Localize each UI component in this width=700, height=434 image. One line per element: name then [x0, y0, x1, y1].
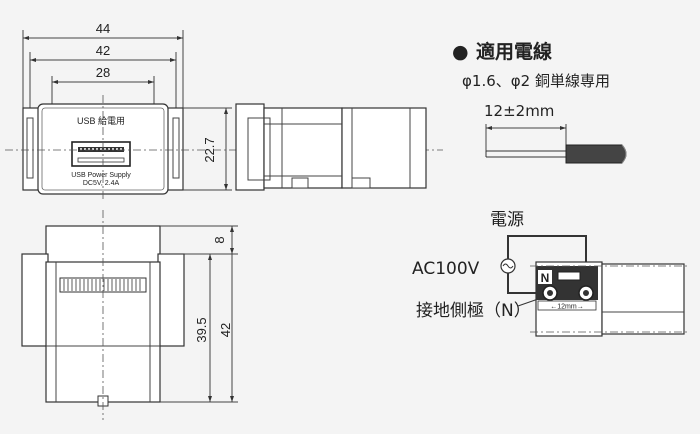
- dim-28: 28: [96, 65, 110, 80]
- strip-mark: ←12mm→: [550, 304, 583, 311]
- wiring-diagram: 電源 AC100V 接地側極（N） N ←12mm→: [412, 210, 690, 337]
- usb-label-bottom-1: USB Power Supply: [71, 172, 131, 179]
- terminal-n-mark: N: [541, 271, 550, 285]
- dim-44: 44: [96, 21, 110, 36]
- wire-spec-heading: 適用電線: [476, 40, 552, 63]
- ac-label: AC100V: [412, 259, 480, 279]
- wire-spec-description: φ1.6、φ2 銅単線専用: [462, 72, 610, 90]
- dim-42: 42: [96, 43, 110, 58]
- bottom-view: 8 39.5 42: [21, 225, 238, 407]
- wire-spec: ● 適用電線 φ1.6、φ2 銅単線専用 12±2mm: [452, 40, 627, 164]
- ground-label: 接地側極（N）: [416, 301, 531, 321]
- usb-label-top: USB 給電用: [77, 115, 125, 126]
- front-view: 44 42 28 USB 給電用 USB Power Supply DC5V, …: [22, 21, 232, 195]
- strip-length: 12±2mm: [484, 102, 554, 120]
- power-label: 電源: [490, 210, 524, 230]
- dim-8: 8: [212, 236, 227, 243]
- wire-insulation: [565, 144, 627, 164]
- dim-39-5: 39.5: [194, 317, 209, 342]
- bullet-icon: ●: [452, 41, 469, 63]
- usb-label-bottom-2: DC5V, 2.4A: [83, 180, 120, 187]
- dim-42-height: 42: [218, 323, 233, 337]
- side-view: [235, 103, 427, 191]
